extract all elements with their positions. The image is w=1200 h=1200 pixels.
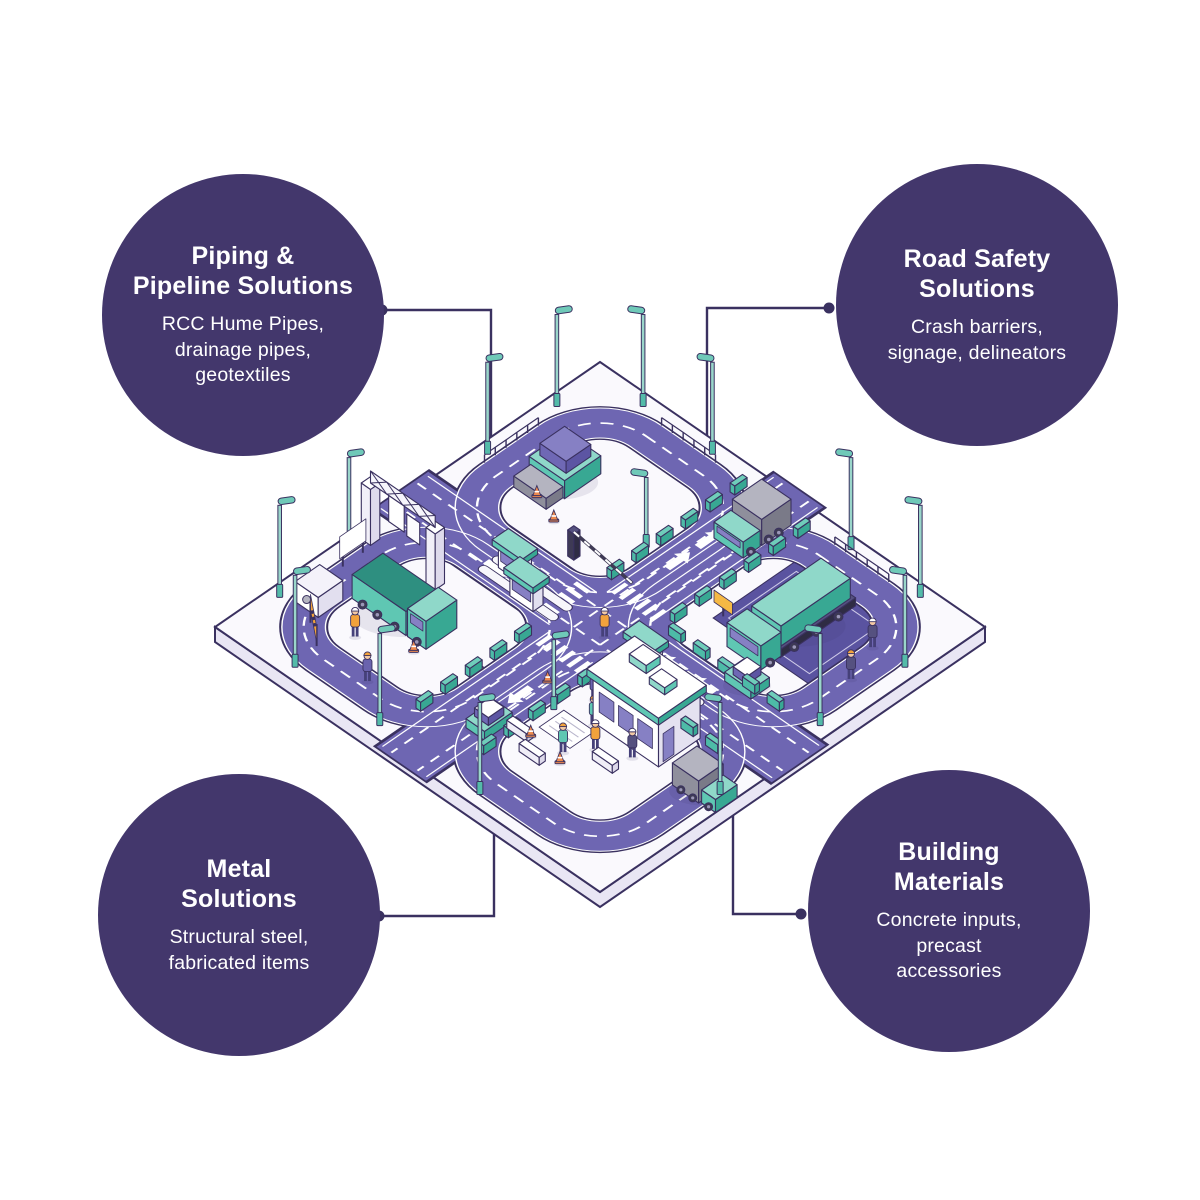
- callout-title: Metal Solutions: [181, 854, 297, 914]
- street-lamp-icon: [276, 496, 296, 598]
- guardrail-fence: [660, 417, 717, 463]
- road-arrow: [507, 685, 534, 704]
- traffic-cone-icon: [530, 484, 543, 501]
- crash-barrier-icon: [792, 517, 811, 540]
- warning-sign: [309, 594, 318, 647]
- crash-barrier-icon: [631, 541, 650, 564]
- callout-metal-solutions: Metal Solutions Structural steel, fabric…: [98, 774, 380, 1056]
- concrete-barrier-icon: [591, 746, 620, 774]
- crash-barrier-icon: [552, 682, 571, 705]
- asphalt-paver: [513, 425, 602, 510]
- crash-barrier-icon: [766, 690, 785, 712]
- crash-barrier-icon: [513, 622, 533, 644]
- crash-barrier-icon: [669, 602, 688, 624]
- connector-dot-1: [823, 302, 835, 314]
- worker-figure: [598, 606, 611, 640]
- crash-barrier-icon: [489, 639, 508, 661]
- crash-barrier-icon: [704, 490, 723, 513]
- street-lamp-icon: [835, 448, 855, 551]
- street-lamp-icon: [630, 468, 650, 548]
- callout-body: Crash barriers, signage, delineators: [887, 315, 1067, 364]
- connector-elbow-1: [705, 306, 829, 437]
- concrete-barrier-icon: [518, 738, 546, 766]
- connector-elbow-3: [731, 803, 801, 916]
- traffic-cone-icon: [541, 669, 554, 686]
- street-lamp-icon: [550, 630, 570, 711]
- street-lamp-icon: [476, 693, 496, 795]
- road-arrow: [663, 552, 691, 571]
- street-lamp-icon: [696, 352, 716, 455]
- callout-body: Structural steel, fabricated items: [168, 925, 310, 974]
- street-lamp-icon: [484, 352, 504, 455]
- callout-building-materials: Building Materials Concrete inputs, prec…: [808, 770, 1090, 1052]
- traffic-cone-icon: [547, 508, 560, 525]
- crash-barrier-icon: [440, 673, 459, 695]
- worker-figure: [349, 606, 362, 640]
- site-office-building: [586, 635, 707, 768]
- road-construction-illustration: [213, 305, 987, 909]
- connector-dot-3: [795, 908, 807, 920]
- boom-barrier: [567, 525, 634, 585]
- isometric-objects: [276, 305, 924, 814]
- compressor-machine: [294, 564, 344, 619]
- car-bottom: [463, 696, 516, 741]
- crash-barrier-icon: [464, 656, 483, 678]
- traffic-cone-icon: [524, 723, 537, 740]
- crash-barrier-icon: [680, 715, 699, 738]
- street-lamp-icon: [704, 693, 724, 795]
- worker-figure: [845, 649, 858, 683]
- crash-barrier-icon: [718, 568, 737, 590]
- crash-barrier-icon: [680, 507, 699, 530]
- connector-elbow-0: [382, 308, 493, 441]
- worker-figure: [626, 727, 639, 761]
- traffic-cone-icon: [553, 750, 566, 767]
- yellow-sign: [713, 589, 733, 617]
- crash-barrier-icon: [692, 639, 711, 661]
- connector-elbow-2: [379, 818, 496, 918]
- street-lamp-icon: [376, 624, 396, 727]
- crash-barrier-icon: [768, 534, 787, 557]
- callout-title: Building Materials: [893, 837, 1005, 897]
- crash-barrier-icon: [655, 524, 674, 547]
- street-lamp-icon: [291, 566, 311, 668]
- callout-piping-pipeline-solutions: Piping & Pipeline Solutions RCC Hume Pip…: [102, 174, 384, 456]
- crash-barrier-icon: [415, 690, 434, 712]
- road-arrow: [482, 559, 510, 578]
- guardrail-fence: [483, 417, 540, 463]
- street-lamp-icon: [904, 496, 924, 598]
- callout-road-safety-solutions: Road Safety Solutions Crash barriers, si…: [836, 164, 1118, 446]
- street-lamp-icon: [804, 624, 824, 727]
- toll-booth-2: [503, 556, 550, 613]
- callout-title: Road Safety Solutions: [903, 244, 1051, 304]
- crash-barrier-icon: [729, 473, 748, 496]
- worker-figure: [866, 617, 879, 651]
- dump-truck: [351, 552, 458, 650]
- crash-barrier-icon: [743, 551, 762, 573]
- worker-figure: [361, 651, 374, 685]
- traffic-cone-icon: [407, 639, 420, 655]
- crash-barrier-icon: [694, 585, 713, 607]
- crash-barrier-icon: [667, 622, 687, 644]
- callout-title: Piping & Pipeline Solutions: [132, 241, 354, 301]
- billboard: [339, 518, 367, 567]
- callout-body: RCC Hume Pipes, drainage pipes, geotexti…: [161, 312, 325, 387]
- crash-barrier-icon: [527, 699, 546, 722]
- street-lamp-icon: [553, 305, 573, 408]
- callout-body: Concrete inputs, precast accessories: [876, 908, 1022, 983]
- street-lamp-icon: [627, 305, 647, 408]
- guardrail-fence: [834, 536, 890, 582]
- crash-barrier-icon: [741, 673, 760, 695]
- street-lamp-icon: [889, 566, 909, 668]
- toll-gantry: [360, 470, 446, 591]
